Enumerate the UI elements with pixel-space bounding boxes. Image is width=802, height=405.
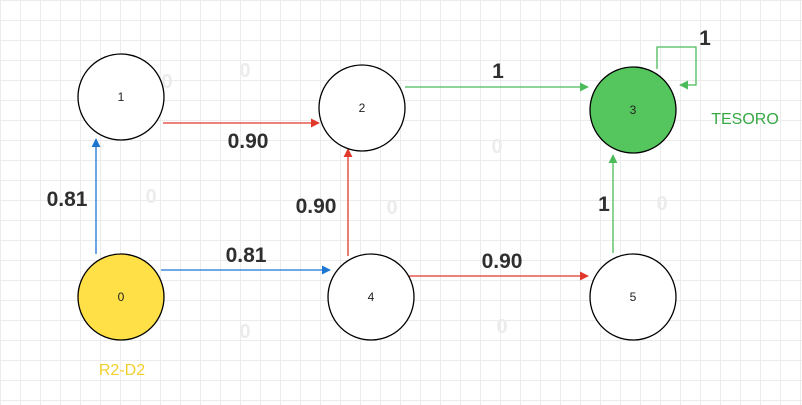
node-5-label: 5 bbox=[630, 290, 637, 304]
node-3-label: 3 bbox=[630, 103, 637, 117]
reverse-weight-5-4: 0 bbox=[496, 316, 507, 338]
reverse-weight-1-0: 0 bbox=[145, 186, 156, 208]
reverse-weight-3-2: 0 bbox=[491, 136, 502, 158]
node-3-circle[interactable] bbox=[589, 66, 677, 154]
node-3[interactable]: 3 bbox=[589, 66, 677, 154]
node-1[interactable]: 1 bbox=[77, 53, 165, 141]
weight-1-2: 0.90 bbox=[228, 130, 269, 153]
reverse-weight-2-4: 0 bbox=[386, 197, 397, 219]
node-5-circle[interactable] bbox=[589, 253, 677, 341]
node-2-circle[interactable] bbox=[318, 64, 406, 152]
node-4-label: 4 bbox=[368, 290, 375, 304]
goal-caption: TESORO bbox=[711, 111, 779, 128]
faint-mark: 0 bbox=[161, 71, 172, 93]
node-4[interactable]: 4 bbox=[327, 253, 415, 341]
weight-3-3-loop: 1 bbox=[699, 27, 711, 50]
node-2[interactable]: 2 bbox=[318, 64, 406, 152]
weight-0-4: 0.81 bbox=[226, 244, 267, 267]
node-4-circle[interactable] bbox=[327, 253, 415, 341]
node-1-label: 1 bbox=[118, 90, 125, 104]
node-1-circle[interactable] bbox=[77, 53, 165, 141]
node-0-label: 0 bbox=[118, 290, 125, 304]
weight-2-3: 1 bbox=[492, 60, 504, 83]
weight-4-2: 0.90 bbox=[296, 195, 337, 218]
reverse-weight-3-5: 0 bbox=[656, 193, 667, 215]
weight-4-5: 0.90 bbox=[482, 250, 523, 273]
node-0-circle[interactable] bbox=[77, 253, 165, 341]
node-2-label: 2 bbox=[359, 101, 366, 115]
edges bbox=[91, 46, 697, 281]
node-5[interactable]: 5 bbox=[589, 253, 677, 341]
start-caption: R2-D2 bbox=[99, 362, 145, 379]
weight-0-1: 0.81 bbox=[47, 188, 88, 211]
reverse-weight-4-0: 0 bbox=[239, 321, 250, 343]
reverse-weight-2-1: 0 bbox=[239, 60, 250, 82]
edge-3-3-loop bbox=[656, 46, 697, 90]
weight-5-3: 1 bbox=[598, 193, 610, 216]
edge-weights: 0.90 0.90 0.90 0.81 0.81 1 1 1 bbox=[47, 27, 712, 273]
reverse-weights: 0 0 0 0 0 0 0 0 bbox=[145, 60, 667, 343]
node-0[interactable]: 0 bbox=[77, 253, 165, 341]
